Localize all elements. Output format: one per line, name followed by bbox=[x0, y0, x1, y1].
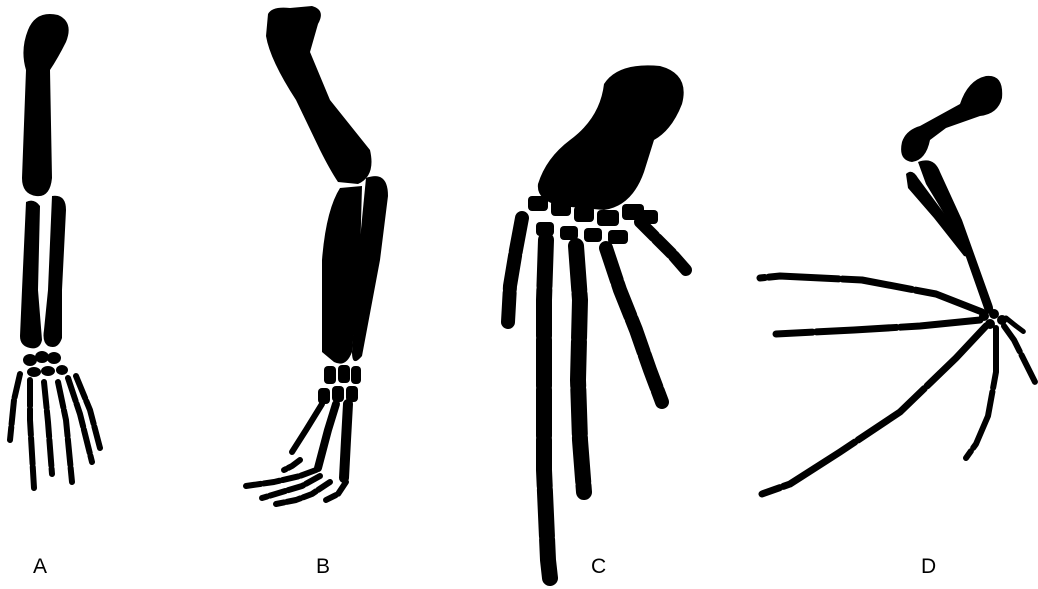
label-c: C bbox=[591, 556, 606, 577]
carpals-a bbox=[23, 351, 68, 377]
digits-a bbox=[10, 374, 100, 488]
label-a: A bbox=[33, 556, 47, 577]
digits-d bbox=[760, 276, 1036, 494]
humerus-c bbox=[538, 65, 684, 210]
humerus-a bbox=[22, 14, 69, 196]
digits-c bbox=[508, 218, 686, 578]
limb-b-horse-leg bbox=[246, 6, 388, 504]
limb-c-whale-flipper bbox=[508, 65, 686, 578]
carpals-b bbox=[318, 365, 361, 404]
label-d: D bbox=[921, 556, 936, 577]
humerus-b bbox=[266, 6, 372, 184]
limb-a-human-arm bbox=[10, 14, 100, 488]
radius-a bbox=[20, 201, 42, 349]
humerus-d bbox=[901, 76, 1002, 162]
limb-d-bat-wing bbox=[760, 76, 1036, 494]
digits-b bbox=[246, 404, 348, 504]
label-b: B bbox=[316, 556, 330, 577]
ulna-a bbox=[44, 196, 67, 347]
